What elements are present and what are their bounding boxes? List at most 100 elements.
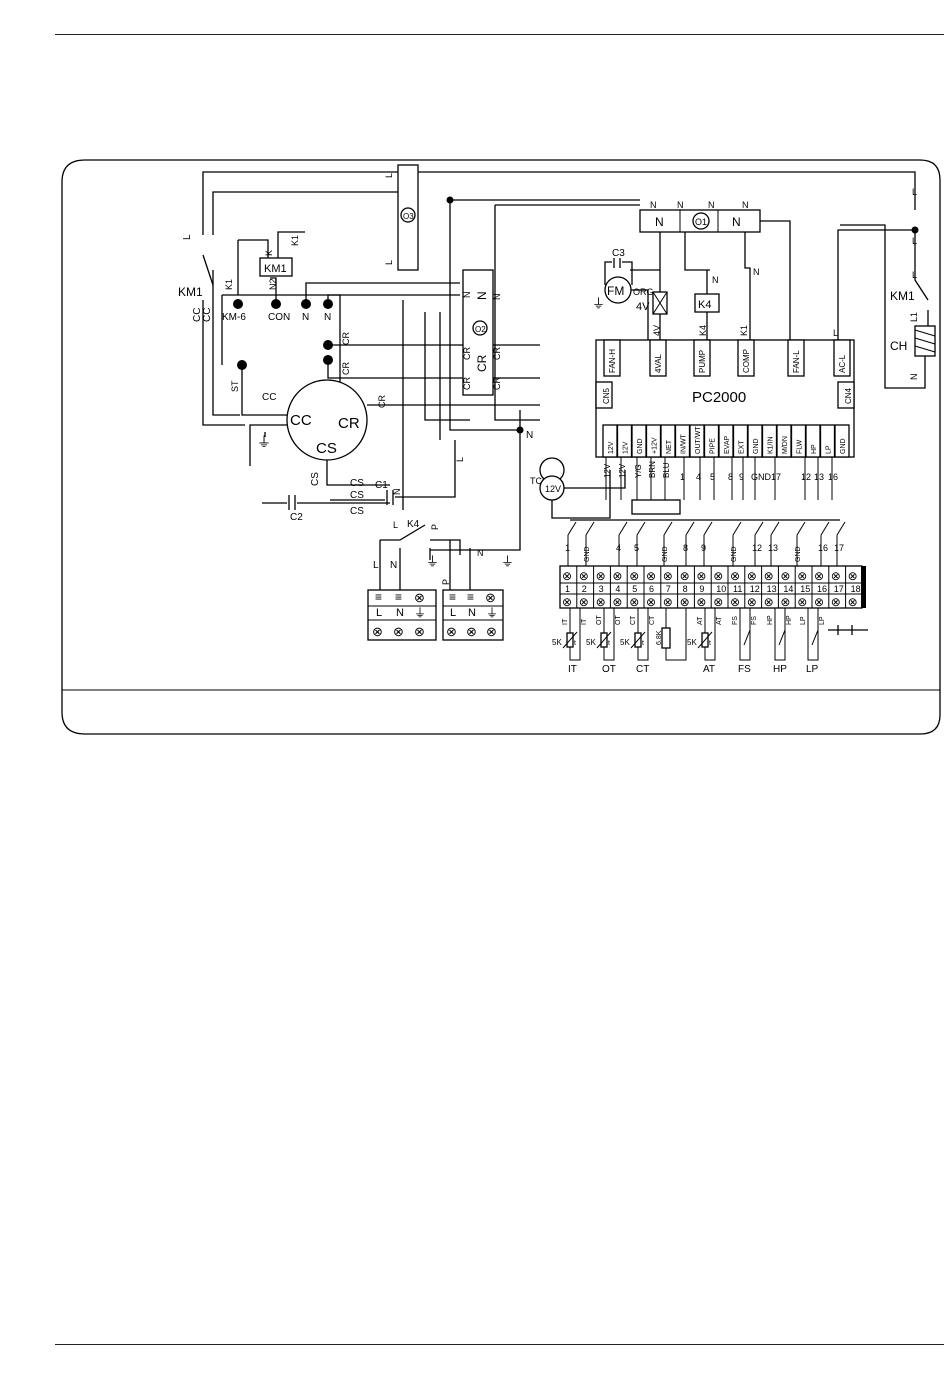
board-name: PC2000 xyxy=(692,389,746,406)
heater-l-2: L xyxy=(912,236,917,246)
o3-l2: L xyxy=(384,260,394,265)
strip-bend-0 xyxy=(567,521,577,536)
strip-number-12: 13 xyxy=(767,584,777,594)
bottom-port-label-10: GND xyxy=(753,438,760,454)
wire-to-o1 xyxy=(494,204,640,421)
relay-cr-side2: CR xyxy=(462,377,472,390)
power-block-right-l: L xyxy=(450,607,456,619)
o3-label: O3 xyxy=(403,212,414,221)
board-wire-label-12: 12 xyxy=(801,472,811,482)
strip-screw-top-16: ⊗ xyxy=(831,569,841,583)
strip-bend-8 xyxy=(754,521,764,536)
strip-top-label-9: 13 xyxy=(768,543,778,553)
power-l: L xyxy=(373,560,379,571)
relay-cr-right: CR xyxy=(492,347,502,360)
valve-cross xyxy=(652,291,668,315)
strip-screw-bottom-13: ⊗ xyxy=(780,595,790,609)
strip-top-label-11: 16 xyxy=(818,543,828,553)
wire-o1-down xyxy=(630,232,661,271)
sensor-lead-b-1: OT xyxy=(615,615,622,625)
strip-bend-2 xyxy=(618,521,628,536)
board-wire-label-1: 12V xyxy=(618,463,627,478)
o2-label: O2 xyxy=(475,325,486,334)
st-label: ST xyxy=(230,380,240,392)
wire-fan-out xyxy=(631,289,649,340)
wire-cs xyxy=(326,460,390,486)
cs-label-2: CS xyxy=(350,490,364,501)
fan-motor-label: FM xyxy=(607,284,624,298)
o1-n-top-3: N xyxy=(708,200,715,210)
switch-lp xyxy=(811,629,819,646)
strip-bend-6 xyxy=(703,521,713,536)
sensor-loop-fs xyxy=(739,608,751,661)
svg-text:≡: ≡ xyxy=(449,590,456,604)
sensor-lead-a-4: FS xyxy=(732,616,739,625)
strip-screw-top-8: ⊗ xyxy=(696,569,706,583)
strip-screw-bottom-2: ⊗ xyxy=(596,595,606,609)
bottom-port-label-2: GND xyxy=(637,438,644,454)
l-mid: L xyxy=(455,457,465,462)
power-block-right: ≡ ≡ ⊗ L N ⏚ ⊗ ⊗ ⊗ xyxy=(442,589,504,641)
svg-text:⊗: ⊗ xyxy=(372,624,383,639)
n-label-1: N xyxy=(302,312,309,323)
wire-n-top-2 xyxy=(327,294,460,304)
n-trans: N xyxy=(526,430,533,441)
relay-n: N xyxy=(475,291,489,300)
transformer-voltage: 12V xyxy=(545,484,561,494)
strip-screw-bottom-10: ⊗ xyxy=(730,595,740,609)
board-wire-label-2: Y/G xyxy=(634,464,643,478)
bottom-port-label-6: OUT/WT xyxy=(695,426,702,454)
thermistor-value-0: 5K xyxy=(552,638,562,647)
cr-label-b: CR xyxy=(341,362,351,375)
heater-label: CH xyxy=(890,339,907,353)
bottom-port-16 xyxy=(834,424,850,458)
bottom-port-label-7: PIPE xyxy=(710,438,717,454)
strip-screw-top-5: ⊗ xyxy=(646,569,656,583)
strip-screw-top-17: ⊗ xyxy=(848,569,858,583)
sensor-name-fs: FS xyxy=(738,664,751,675)
strip-number-4: 5 xyxy=(632,584,637,594)
km1-wire-k xyxy=(238,239,269,258)
wire-st xyxy=(241,365,290,416)
o1-circle xyxy=(692,212,710,230)
relay-cr-right2: CR xyxy=(492,377,502,390)
strip-bend-12 xyxy=(836,521,846,536)
strip-screw-bottom-16: ⊗ xyxy=(831,595,841,609)
strip-number-15: 16 xyxy=(817,584,827,594)
cc-label-1: CC xyxy=(192,308,203,322)
bottom-port-label-3: +12V xyxy=(652,437,659,454)
strip-bend-1 xyxy=(585,521,595,536)
strip-screw-bottom-7: ⊗ xyxy=(680,595,690,609)
km1-switch xyxy=(202,254,214,286)
strip-screw-top-6: ⊗ xyxy=(663,569,673,583)
bottom-port-label-8: EVAP xyxy=(724,436,731,454)
sensor-lead-a-1: OT xyxy=(596,615,603,625)
sensor-name-it: IT xyxy=(568,664,577,675)
strip-top-label-10: GND xyxy=(795,546,802,562)
c3-wires xyxy=(604,261,633,285)
board-wire-label-4: BLU xyxy=(662,462,671,478)
o2-circle xyxy=(472,320,488,336)
port-pump xyxy=(693,339,711,377)
board-wire-label-14: 16 xyxy=(828,472,838,482)
wire-con xyxy=(270,277,277,304)
relay-n-side: N xyxy=(462,292,472,299)
strip-screw-bottom-5: ⊗ xyxy=(646,595,656,609)
bottom-port-label-5: IN/WT xyxy=(681,433,688,454)
wire-n-trans xyxy=(430,410,521,551)
strip-bend-5 xyxy=(685,521,695,536)
sensor-lead-b-5: HP xyxy=(786,615,793,625)
ground-icon-comp: ⏚ xyxy=(257,434,271,450)
resistor-6-8k-label: 6.8K xyxy=(656,630,663,645)
sensor-lead-b-6: LP xyxy=(819,616,826,625)
cs-label-3: CS xyxy=(350,506,364,517)
wire-top-main xyxy=(415,171,916,210)
strip-number-11: 12 xyxy=(750,584,760,594)
c3-label: C3 xyxy=(612,248,625,259)
n-c1: N xyxy=(392,489,402,496)
sensor-lead-b-2: CT xyxy=(649,615,656,625)
wire-o1-right xyxy=(760,220,791,340)
wire-o1-down3 xyxy=(744,232,751,340)
n-label-2: N xyxy=(324,312,331,323)
